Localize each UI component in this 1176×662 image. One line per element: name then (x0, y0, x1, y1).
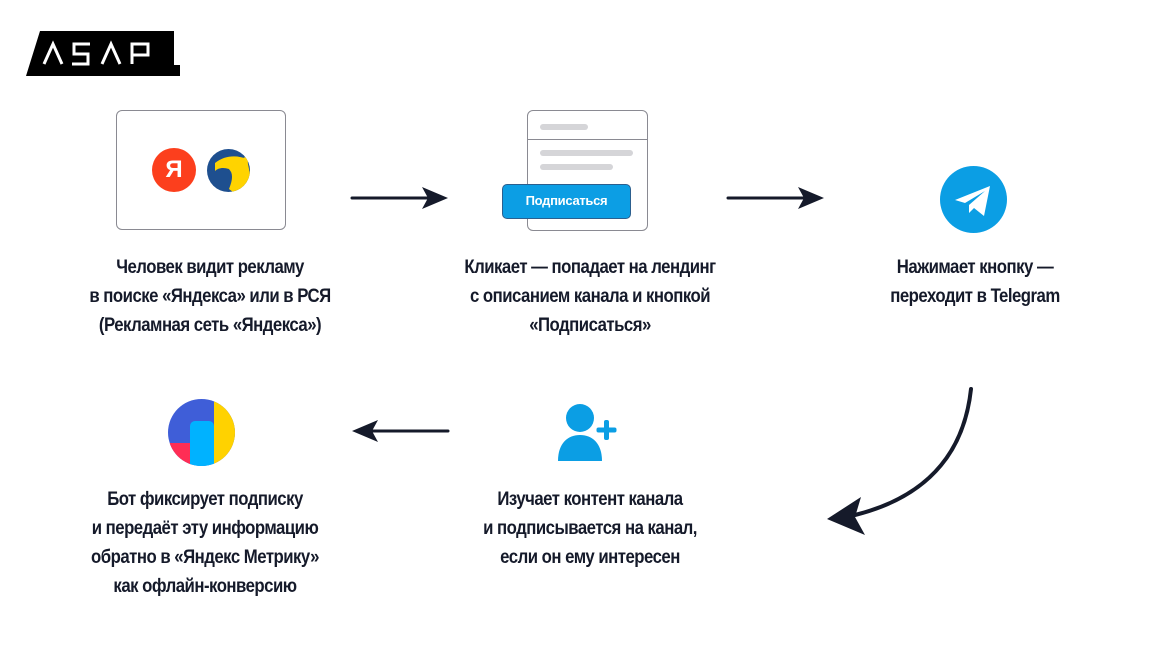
step-1-line: Человек видит рекламу (116, 256, 304, 278)
yandex-logo-icon: Я (152, 148, 196, 192)
step-4-line: и подписывается на канал, (483, 517, 697, 539)
step-1-caption: Человек видит рекламу в поиске «Яндекса»… (64, 253, 356, 340)
landing-title-bar (540, 124, 588, 130)
landing-text-bar (540, 164, 613, 170)
step-1-line: (Рекламная сеть «Яндекса») (98, 314, 322, 336)
step-5-line: как офлайн-конверсию (113, 575, 297, 597)
user-add-icon (556, 403, 620, 463)
step-3-caption: Нажимает кнопку — переходит в Telegram (868, 253, 1083, 311)
subscribe-button[interactable]: Подписаться (502, 184, 631, 219)
ad-card (116, 110, 286, 230)
step-5-caption: Бот фиксирует подписку и передаёт эту ин… (72, 485, 339, 601)
arrow-curved-icon (825, 385, 985, 535)
step-2-line: с описанием канала и кнопкой (469, 285, 711, 307)
logo-text (42, 40, 150, 66)
step-1-line: в поиске «Яндекса» или в РСЯ (89, 285, 331, 307)
step-4-caption: Изучает контент канала и подписывается н… (470, 485, 711, 572)
step-4-line: если он ему интересен (500, 546, 680, 568)
logo-badge (26, 31, 180, 76)
arrow-right-icon (350, 186, 450, 212)
arrow-left-icon (350, 419, 450, 445)
step-4-line: Изучает контент канала (497, 488, 683, 510)
landing-text-bar (540, 150, 633, 156)
arrow-right-icon (726, 186, 826, 212)
yandex-metrika-icon (168, 399, 235, 466)
step-3-line: Нажимает кнопку — (896, 256, 1054, 278)
step-5-line: и передаёт эту информацию (91, 517, 319, 539)
step-2-line: «Подписаться» (529, 314, 651, 336)
asap-logo (26, 31, 180, 76)
telegram-icon (940, 166, 1007, 233)
yandex-direct-icon (207, 149, 250, 192)
step-2-line: Кликает — попадает на лендинг (464, 256, 716, 278)
step-5-line: обратно в «Яндекс Метрику» (91, 546, 319, 568)
step-2-caption: Кликает — попадает на лендинг с описание… (444, 253, 736, 340)
step-3-line: переходит в Telegram (890, 285, 1060, 307)
landing-divider (528, 139, 647, 140)
step-5-line: Бот фиксирует подписку (107, 488, 303, 510)
